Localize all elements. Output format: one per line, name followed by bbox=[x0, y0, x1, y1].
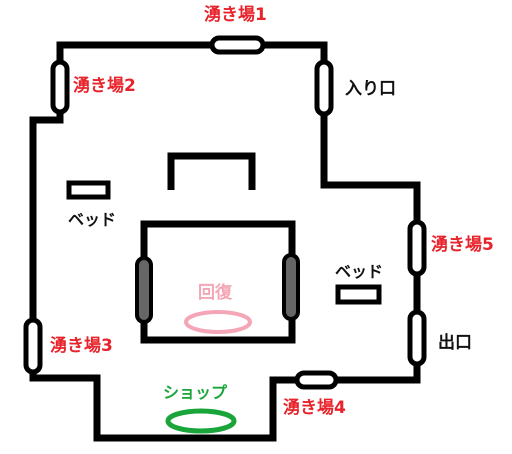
inner-left-marker bbox=[135, 256, 153, 324]
inner-room bbox=[140, 220, 296, 344]
spawn3-marker bbox=[23, 317, 43, 375]
spawn1-label: 湧き場1 bbox=[204, 5, 267, 25]
spawn1-marker bbox=[209, 35, 266, 55]
outer-wall bbox=[29, 41, 421, 442]
entrance-label: 入り口 bbox=[345, 79, 396, 99]
upper-structure bbox=[167, 152, 256, 190]
exit-marker bbox=[407, 309, 427, 367]
shop-label: ショップ bbox=[163, 383, 228, 402]
recovery-label: 回復 bbox=[198, 283, 232, 303]
bed-left-icon bbox=[66, 180, 111, 200]
spawn3-label: 湧き場3 bbox=[50, 336, 113, 356]
shop-zone bbox=[165, 408, 237, 434]
bed-right-label: ベッド bbox=[335, 262, 384, 281]
recovery-zone bbox=[184, 310, 252, 334]
bed-right-icon bbox=[335, 284, 382, 305]
exit-label: 出口 bbox=[438, 333, 472, 353]
spawn2-label: 湧き場2 bbox=[73, 76, 136, 96]
inner-right-marker bbox=[282, 253, 300, 321]
spawn4-label: 湧き場4 bbox=[283, 398, 346, 418]
spawn5-marker bbox=[407, 219, 427, 277]
spawn4-marker bbox=[294, 370, 339, 390]
bed-left-label: ベッド bbox=[68, 210, 117, 229]
spawn2-marker bbox=[50, 59, 70, 115]
spawn5-label: 湧き場5 bbox=[431, 235, 494, 255]
entrance-marker bbox=[314, 59, 334, 117]
